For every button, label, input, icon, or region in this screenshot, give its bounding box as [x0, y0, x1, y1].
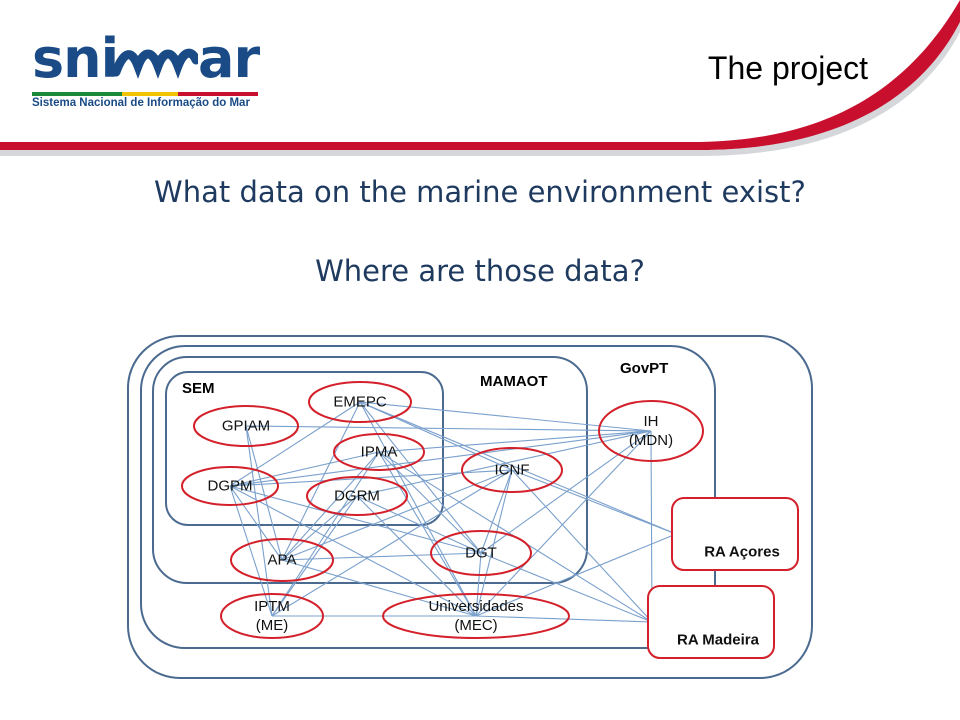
- label-dgt: DGT: [465, 545, 497, 562]
- question-data-where: Where are those data?: [315, 254, 645, 288]
- node-ih: [598, 400, 704, 462]
- label-dgrm: DGRM: [334, 488, 380, 505]
- group-label-sem: SEM: [182, 380, 215, 397]
- label-madeira: RA Madeira: [677, 632, 760, 649]
- connector-dgt-madeira: [480, 552, 653, 623]
- connector-dgpm-univ: [229, 485, 477, 617]
- logo-wave-icon: [112, 48, 198, 79]
- connector-emepc-ih: [359, 401, 652, 432]
- connector-dgrm-iptm: [271, 495, 358, 617]
- connector-dgt-univ: [475, 552, 482, 617]
- node-dgpm: [181, 466, 279, 506]
- connector-dgpm-apa: [229, 485, 283, 561]
- label-ipma: IPMA: [361, 444, 398, 461]
- connector-dgrm-univ: [356, 495, 477, 617]
- node-ipma: [333, 433, 425, 471]
- connector-ipma-dgpm: [229, 451, 380, 487]
- logo-flag-stripe: [32, 92, 258, 96]
- connector-ipma-apa: [281, 451, 380, 561]
- question-data-exist: What data on the marine environment exis…: [154, 175, 806, 209]
- logo-word-ar: ar: [198, 27, 260, 90]
- connector-ih-univ: [475, 430, 652, 617]
- node-dgrm: [306, 476, 408, 516]
- label-univ-line-2: (MEC): [454, 617, 497, 634]
- group-box-outer: [127, 335, 813, 679]
- group-label-govpt: GovPT: [620, 360, 668, 377]
- logo-tagline: Sistema Nacional de Informação do Mar: [32, 97, 250, 109]
- node-univ: [382, 593, 570, 639]
- node-emepc: [308, 381, 412, 423]
- group-box-mamaot: [152, 356, 588, 584]
- node-gpiam: [193, 405, 299, 447]
- region-madeira: [647, 585, 775, 659]
- label-gpiam: GPIAM: [222, 418, 270, 435]
- label-icnf: ICNF: [495, 462, 530, 479]
- connector-univ-madeira: [475, 615, 653, 623]
- connector-ih-dgt: [480, 430, 652, 554]
- node-iptm: [220, 593, 324, 639]
- connector-ipma-ih: [378, 430, 652, 453]
- connector-icnf-dgt: [480, 469, 513, 554]
- connector-dgrm-apa: [281, 495, 358, 561]
- connector-icnf-madeira: [511, 469, 653, 623]
- label-apa: APA: [268, 552, 297, 569]
- label-dgpm: DGPM: [208, 478, 253, 495]
- connector-gpiam-apa: [245, 425, 283, 561]
- region-acores: [671, 497, 799, 571]
- node-dgt: [430, 530, 532, 576]
- connector-emepc-univ: [359, 401, 477, 617]
- label-ih-line-2: (MDN): [629, 432, 673, 449]
- connector-gpiam-ih: [245, 425, 652, 432]
- node-apa: [230, 538, 334, 582]
- connector-emepc-icnf: [359, 401, 513, 471]
- node-shapes: [181, 381, 799, 659]
- connector-gpiam-iptm: [245, 425, 273, 617]
- node-icnf: [461, 447, 563, 493]
- label-acores: RA Açores: [704, 544, 780, 561]
- connector-emepc-dgpm: [229, 401, 361, 487]
- connector-lines: [229, 401, 677, 623]
- label-iptm-line-1: IPTM: [254, 598, 290, 615]
- slide-title: The project: [707, 50, 868, 86]
- connector-univ-acores: [475, 533, 677, 617]
- label-ih-line-1: IH: [644, 413, 659, 430]
- connector-apa-univ: [281, 559, 477, 617]
- connector-iptm-icnf: [271, 469, 513, 617]
- label-univ-line-1: Universidades: [428, 598, 523, 615]
- connector-emepc-acores: [359, 401, 677, 535]
- connector-dgrm-dgt: [356, 495, 482, 554]
- group-label-mamaot: MAMAOT: [480, 373, 548, 390]
- node-labels: EMEPC GPIAM IPMA DGPM DGRM ICNF IH (MDN) APA DGT I…: [208, 394, 780, 649]
- connector-dgpm-ih: [229, 430, 652, 487]
- connector-icnf-acores: [511, 469, 677, 535]
- snimar-logo: sni ar Sistema Nacional de Informação do…: [32, 28, 272, 118]
- connector-ipma-iptm: [271, 451, 380, 617]
- connector-ipma-univ: [378, 451, 477, 617]
- label-iptm-line-2: (ME): [256, 617, 289, 634]
- logo-word-sni: sni: [32, 27, 119, 90]
- connector-apa-dgt: [281, 552, 482, 561]
- label-emepc: EMEPC: [333, 394, 387, 411]
